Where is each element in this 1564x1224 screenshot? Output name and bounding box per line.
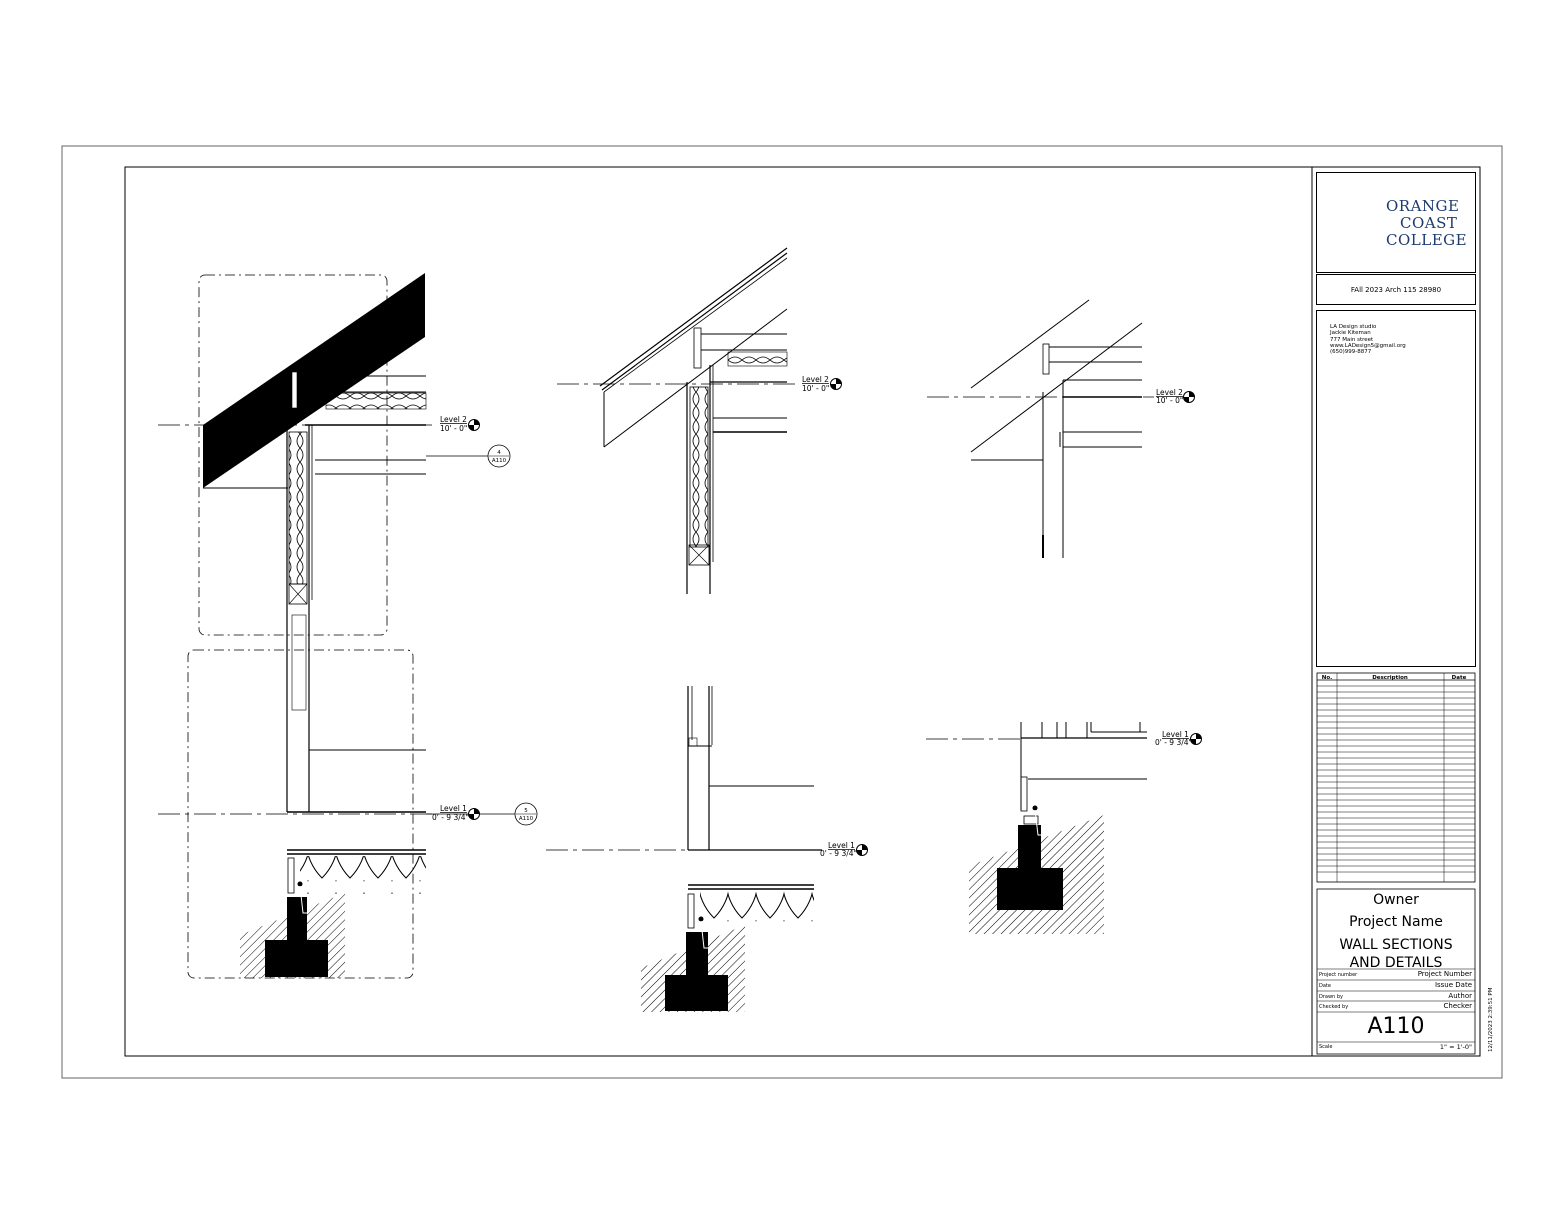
level-1-label: Level 1: [828, 841, 855, 850]
college-name-line3: COLLEGE: [1386, 231, 1468, 249]
sheet-outer-border: [61, 145, 1503, 1079]
level-1-elevation: 0' - 9 3/4": [1155, 738, 1192, 747]
project-number-value: Project Number: [1417, 970, 1472, 978]
owner-label: Owner: [1373, 892, 1419, 908]
level-marker-icon: [856, 844, 868, 856]
level-1-label: Level 1: [440, 804, 467, 813]
date-value: Issue Date: [1434, 981, 1472, 989]
checked-by-value: Checker: [1443, 1002, 1472, 1010]
blocking: [291, 371, 298, 409]
callout-number: 4: [497, 450, 501, 456]
level-marker-icon: [1190, 733, 1202, 745]
title-block-grid: [1316, 888, 1476, 1055]
ceiling-insulation: [325, 392, 427, 410]
callout-sheet: A110: [519, 816, 534, 822]
level-marker-icon: [468, 808, 480, 820]
scale-label: Scale: [1319, 1044, 1333, 1050]
revision-col-description: Description: [1372, 675, 1408, 681]
level-marker-icon: [468, 419, 480, 431]
studio-info: LA Design studio Jackie Kiteman 777 Main…: [1330, 324, 1406, 355]
scale-value: 1" = 1'-0": [1439, 1043, 1472, 1051]
date-label: Date: [1319, 983, 1331, 989]
revision-col-date: Date: [1452, 675, 1467, 681]
level-marker-icon: [1183, 391, 1195, 403]
college-name-line1: ORANGE: [1386, 197, 1460, 215]
revision-table-grid: [1316, 672, 1476, 883]
callout-number: 5: [524, 808, 528, 814]
roof-rafter-section: [203, 273, 425, 488]
level-marker-icon: [830, 378, 842, 390]
course-label: FAll 2023 Arch 115 28980: [1350, 286, 1442, 294]
studio-panel: [1316, 310, 1476, 667]
checked-by-label: Checked by: [1319, 1004, 1349, 1010]
studio-name: LA Design studio: [1330, 324, 1377, 330]
detail-floor-foundation-5: [926, 722, 1147, 934]
studio-address: 777 Main street: [1330, 336, 1374, 343]
sheet-inner-border: [124, 166, 1481, 1057]
studio-person: Jackie Kiteman: [1330, 330, 1371, 337]
sheet-number: A110: [1367, 1014, 1425, 1039]
wall-insulation: [288, 431, 308, 585]
detail-eave-framing-3: [927, 299, 1154, 558]
callout-sheet: A110: [492, 458, 507, 464]
revision-col-no: No.: [1322, 675, 1332, 681]
level-1-elevation: 0' - 9 3/4": [820, 849, 857, 858]
detail-floor-foundation-4: [546, 686, 822, 1012]
studio-web: www.LADesign5@gmail.org: [1330, 342, 1406, 349]
print-timestamp: 12/11/2023 2:39:51 PM: [1488, 987, 1494, 1052]
college-name-line2: COAST: [1400, 214, 1458, 232]
level-1-label: Level 1: [1162, 730, 1189, 739]
level-2-elevation: 10' - 0": [440, 424, 467, 433]
level-2-elevation: 10' - 0": [802, 384, 829, 393]
logo-panel: [1316, 172, 1476, 273]
detail-roof-eave-2: [557, 247, 800, 594]
course-panel: [1316, 274, 1476, 305]
level-2-label: Level 2: [802, 375, 829, 384]
window-frame: [291, 614, 307, 711]
detail-wall-section-1: [158, 273, 516, 979]
sheet-title: WALL SECTIONS AND DETAILS: [1339, 937, 1453, 971]
footing: [265, 940, 328, 977]
level-2-elevation: 10' - 0": [1156, 396, 1183, 405]
level-2-label: Level 2: [1156, 388, 1183, 397]
detail-boundary-upper: [198, 274, 388, 636]
drawn-by-label: Drawn by: [1319, 994, 1343, 1000]
floor-insulation: [300, 856, 426, 894]
project-name: Project Name: [1349, 914, 1443, 930]
stem-wall: [287, 897, 307, 942]
college-name: ORANGE COAST COLLEGE: [1386, 197, 1468, 249]
level-markers: [468, 378, 1202, 856]
studio-phone: (650)999-8877: [1330, 349, 1372, 356]
level-2-label: Level 2: [440, 415, 467, 424]
project-number-label: Project number: [1319, 972, 1358, 978]
drawn-by-value: Author: [1448, 992, 1472, 1000]
level-1-elevation: 0' - 9 3/4": [432, 813, 469, 822]
